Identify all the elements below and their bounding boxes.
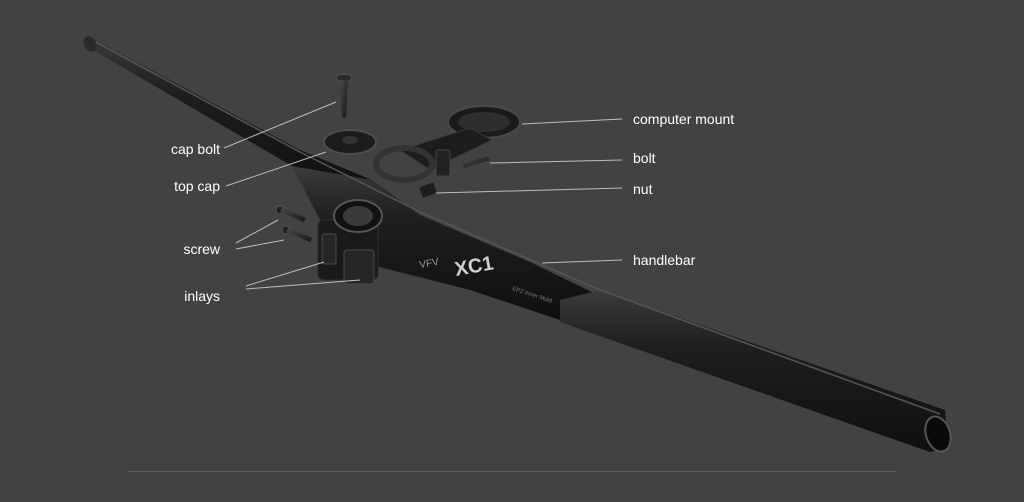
label-top-cap: top cap <box>174 178 220 194</box>
leader-line-screw <box>235 219 279 244</box>
leader-line-bolt <box>489 159 623 164</box>
bottom-divider <box>128 471 896 472</box>
leader-line-handlebar <box>541 259 623 264</box>
label-screw: screw <box>183 241 220 257</box>
inlay <box>343 249 375 285</box>
screw <box>281 225 312 242</box>
bolt <box>462 156 490 168</box>
label-nut: nut <box>633 181 653 197</box>
leader-lines <box>223 101 623 290</box>
label-bolt: bolt <box>633 150 656 166</box>
label-computer-mount: computer mount <box>633 111 735 127</box>
leader-line-top-cap <box>225 151 327 187</box>
cap-bolt <box>335 73 353 118</box>
screw <box>275 205 306 222</box>
leader-line-inlays <box>245 279 361 290</box>
label-inlays: inlays <box>184 288 220 304</box>
leader-line-computer-mount <box>521 118 623 125</box>
bar-end-opening <box>924 415 952 453</box>
inlay <box>321 233 337 265</box>
top-cap <box>323 129 377 155</box>
leader-line-inlays <box>245 261 325 287</box>
leader-line-cap-bolt <box>223 101 337 149</box>
leader-line-screw <box>235 239 285 250</box>
label-cap-bolt: cap bolt <box>170 141 220 157</box>
computer-mount <box>373 105 521 183</box>
label-handlebar: handlebar <box>633 252 696 268</box>
leader-line-nut <box>435 187 623 194</box>
handlebar: VFV XC1 EP2 Inner Mold <box>83 36 952 453</box>
nut <box>418 181 438 199</box>
bar-brand-text: VFV <box>419 257 440 271</box>
